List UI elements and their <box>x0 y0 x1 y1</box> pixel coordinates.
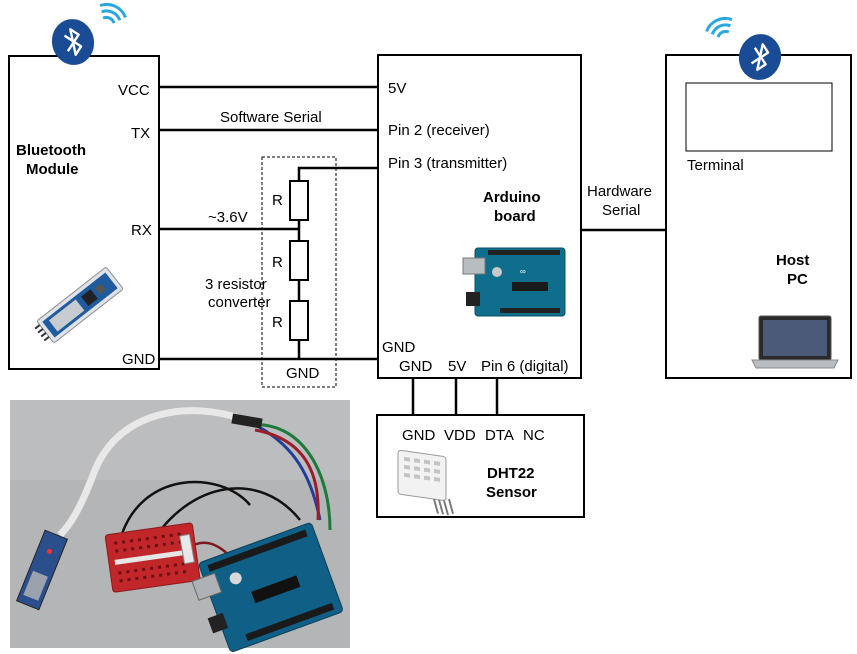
arduino-pin-2: Pin 2 (receiver) <box>388 122 490 139</box>
bt-pin-rx: RX <box>131 222 152 239</box>
svg-text:∞: ∞ <box>520 267 526 276</box>
arduino-title-2: board <box>494 208 536 225</box>
arduino-title: Arduino <box>483 189 541 206</box>
breadboard-photo <box>10 400 350 652</box>
converter-gnd-label: GND <box>286 365 320 382</box>
resistor-2-label: R <box>272 254 283 271</box>
hardware-serial-label-2: Serial <box>602 202 640 219</box>
arduino-board-icon: ∞ <box>462 247 566 317</box>
arduino-pin-6: Pin 6 (digital) <box>481 358 569 375</box>
terminal-window <box>685 82 833 152</box>
arduino-pin-3: Pin 3 (transmitter) <box>388 155 507 172</box>
bluetooth-module-title-2: Module <box>26 161 79 178</box>
dht22-pin-dta: DTA <box>485 427 514 444</box>
terminal-label: Terminal <box>687 157 744 174</box>
resistor-1 <box>289 180 309 221</box>
dht22-pin-vdd: VDD <box>444 427 476 444</box>
bt-pin-vcc: VCC <box>118 82 150 99</box>
dht22-title-2: Sensor <box>486 484 537 501</box>
resistor-3-label: R <box>272 314 283 331</box>
host-pc-title-2: PC <box>787 271 808 288</box>
converter-caption-2: converter <box>208 294 271 311</box>
bluetooth-module-icon <box>34 267 123 343</box>
bluetooth-module-box <box>8 55 160 370</box>
laptop-icon <box>751 315 839 369</box>
bt-pin-gnd: GND <box>122 351 156 368</box>
arduino-box <box>377 54 582 379</box>
converter-caption: 3 resistor <box>205 276 267 293</box>
bt-pin-tx: TX <box>131 125 150 142</box>
dht22-title: DHT22 <box>487 465 535 482</box>
dht22-pin-gnd: GND <box>402 427 436 444</box>
resistor-3 <box>289 300 309 341</box>
resistor-2 <box>289 240 309 281</box>
hardware-serial-label: Hardware <box>587 183 652 200</box>
rx-voltage-label: ~3.6V <box>208 209 248 226</box>
arduino-pin-gnd-bottom: GND <box>399 358 433 375</box>
arduino-pin-5v: 5V <box>388 80 406 97</box>
software-serial-label: Software Serial <box>220 109 322 126</box>
arduino-pin-gnd-left: GND <box>382 339 416 356</box>
arduino-pin-5v-bottom: 5V <box>448 358 466 375</box>
dht22-sensor-icon <box>397 449 454 516</box>
dht22-pin-nc: NC <box>523 427 545 444</box>
resistor-converter-box <box>261 156 337 388</box>
wires <box>159 85 666 415</box>
resistor-1-label: R <box>272 192 283 209</box>
host-pc-title: Host <box>776 252 809 269</box>
bluetooth-module-title: Bluetooth <box>16 142 86 159</box>
